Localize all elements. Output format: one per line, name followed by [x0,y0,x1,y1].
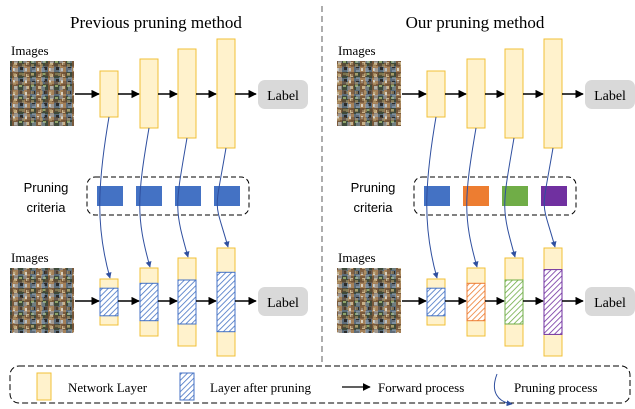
network-layer-top-1 [426,70,446,118]
label-text-bottom: Label [594,296,626,311]
input-images-top-texture [10,61,74,126]
pruning-criteria-label-line1: Pruning [351,180,396,195]
pruned-layer-part-4 [216,271,236,333]
pruned-layer-part-3 [177,279,197,325]
pruning-arrow-3 [504,137,517,258]
pruning-criterion-1 [424,186,450,206]
pruning-arrow-3 [177,137,190,258]
legend: Network Layer Layer after pruning Forwar… [9,365,631,407]
legend-network-layer-swatch [36,372,52,401]
input-images-top-texture [337,61,401,126]
pruned-layer-part-4 [543,269,563,335]
legend-forward-process-label: Forward process [378,380,464,395]
label-text-bottom: Label [267,296,299,311]
images-label-top: Images [11,43,49,58]
label-box-bottom [258,287,308,316]
network-layer-top-2 [466,58,486,129]
legend-network-layer-label: Network Layer [68,380,148,395]
legend-layer-after-pruning-label: Layer after pruning [210,380,312,395]
network-layer-top-3 [504,48,524,139]
pruning-criteria-label-line1: Pruning [24,180,69,195]
pruning-criteria-box [413,176,577,216]
pruning-criterion-1 [97,186,123,206]
pruning-criterion-2 [136,186,162,206]
pruning-criteria-label-line2: criteria [26,200,66,215]
input-images-bottom-texture [337,268,401,333]
legend-pruning-process-label: Pruning process [514,380,597,395]
pruned-layer-part-2 [139,282,159,322]
pruning-criterion-3 [502,186,528,206]
network-layer-top-4 [543,38,563,149]
pruning-criterion-4 [214,186,240,206]
network-layer-top-2 [139,58,159,129]
label-text-top: Label [594,89,626,104]
network-layer-top-1 [99,70,119,118]
pruning-criterion-4 [541,186,567,206]
images-label-bottom: Images [338,250,376,265]
pruned-layer-part-1 [99,287,119,317]
right-panel-title: Our pruning method [406,13,545,32]
pruning-arrow-2 [466,127,479,268]
pruned-layer-part-3 [504,279,524,325]
pruned-layer-part-2 [466,282,486,322]
legend-layer-after-pruning-swatch [179,372,195,401]
pruning-criterion-3 [175,186,201,206]
input-images-bottom-texture [10,268,74,333]
label-box-bottom [585,287,635,316]
images-label-top: Images [338,43,376,58]
network-layer-top-4 [216,38,236,149]
pruning-criterion-2 [463,186,489,206]
pruning-criteria-label-line2: criteria [353,200,393,215]
pruning-arrow-4 [216,147,230,248]
images-label-bottom: Images [11,250,49,265]
label-text-top: Label [267,89,299,104]
label-box-top [585,80,635,109]
pruning-arrow-1 [426,116,439,279]
legend-pruning-arrow [493,373,513,407]
pruning-criteria-box [86,176,250,216]
label-box-top [258,80,308,109]
pruned-layer-part-1 [426,287,446,317]
pruning-arrow-2 [139,127,152,268]
network-layer-top-3 [177,48,197,139]
legend-frame [9,365,631,404]
pruning-arrow-1 [99,116,112,279]
pruning-arrow-4 [543,147,557,248]
left-panel-title: Previous pruning method [70,13,242,32]
